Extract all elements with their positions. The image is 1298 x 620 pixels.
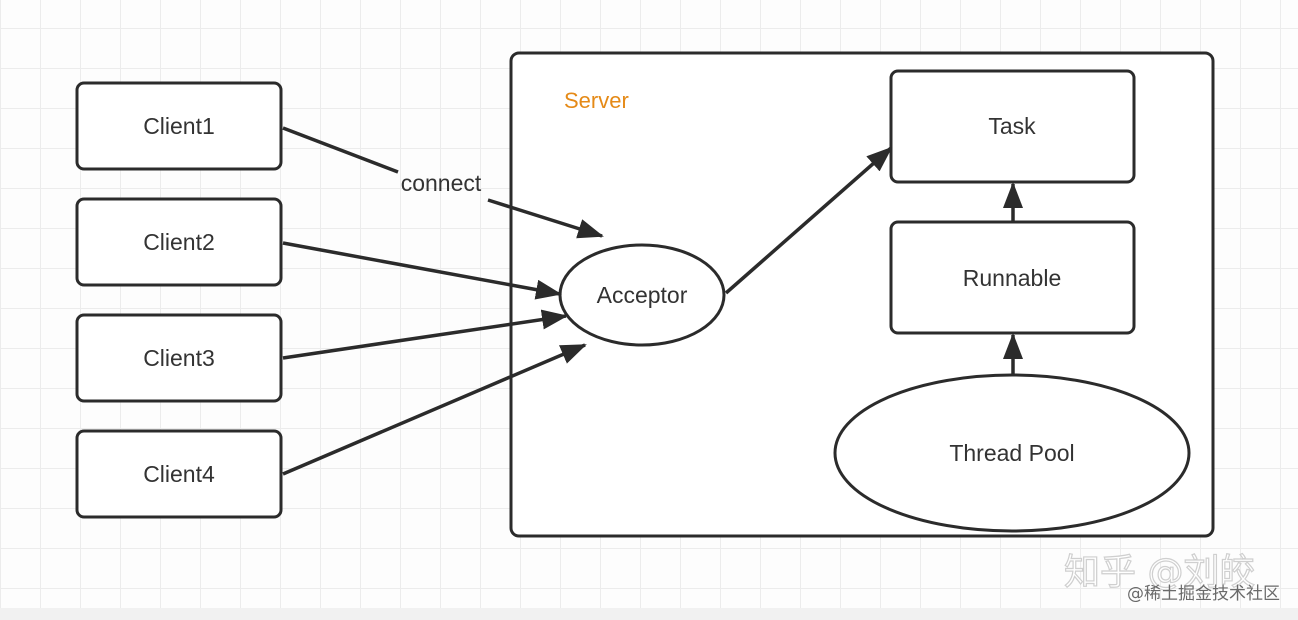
client3-label: Client3: [143, 345, 215, 371]
client4-label: Client4: [143, 461, 215, 487]
arrow-client1-acceptor-start: [282, 126, 399, 174]
arrow-client3-acceptor: [282, 309, 568, 360]
zhihu-watermark: 知乎 @刘皎: [1064, 552, 1255, 593]
runnable-label: Runnable: [963, 265, 1061, 291]
server-label: Server: [564, 88, 629, 113]
arrow-client2-acceptor: [282, 241, 562, 300]
bottom-strip: [0, 608, 1298, 620]
arrow-acceptor-task: [724, 146, 893, 295]
client1-label: Client1: [143, 113, 215, 139]
thread-pool-label: Thread Pool: [949, 440, 1074, 466]
arrow-client4-acceptor: [282, 343, 587, 476]
acceptor-label: Acceptor: [597, 282, 688, 308]
client4-box: [75, 429, 283, 519]
client2-label: Client2: [143, 229, 215, 255]
client2-box: [75, 197, 283, 287]
arrow-client1-acceptor: [487, 198, 604, 239]
juejin-watermark: @稀土掘金技术社区: [1127, 584, 1280, 604]
connect-label: connect: [401, 170, 482, 196]
client3-box: [75, 313, 283, 403]
task-label: Task: [988, 113, 1036, 139]
client1-box: [75, 81, 283, 171]
